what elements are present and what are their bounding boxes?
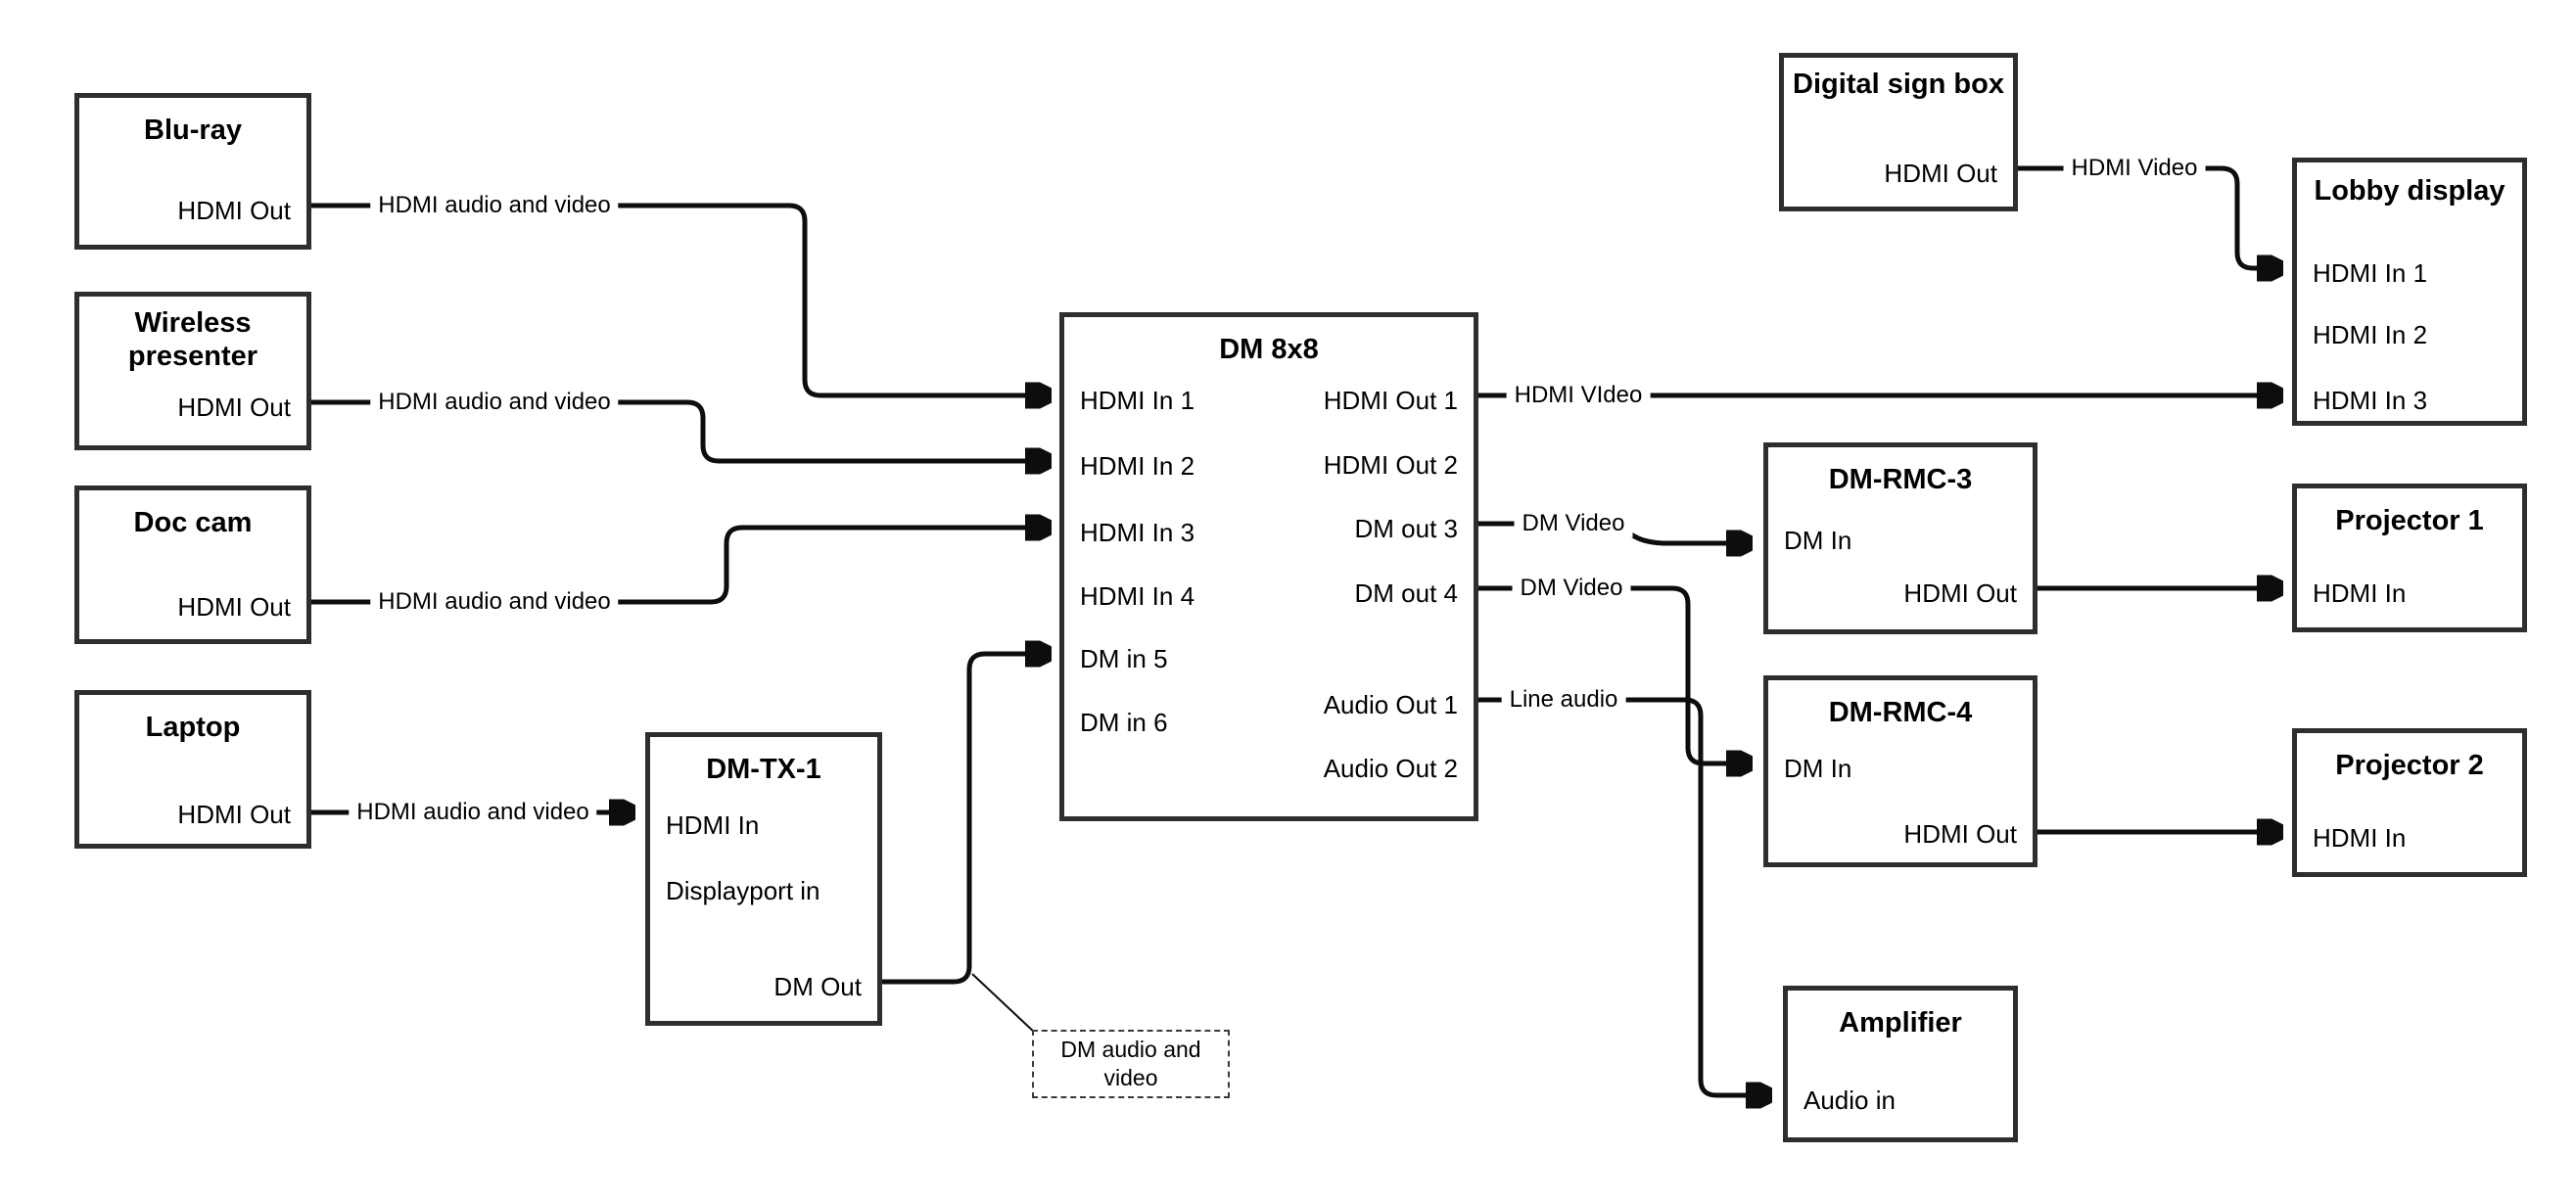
port-dm-out-4: DM out 4 bbox=[1354, 578, 1459, 608]
port-dm-in: DM In bbox=[1784, 754, 1852, 783]
wire-label-dm-video-out3: DM Video bbox=[1514, 510, 1633, 537]
node-doc-cam: Doc cam HDMI Out bbox=[74, 485, 311, 644]
wire-label-line-audio: Line audio bbox=[1501, 686, 1626, 714]
node-title: DM-RMC-3 bbox=[1828, 464, 1973, 495]
wire-bluray-to-dm8x8-in1 bbox=[311, 203, 1048, 395]
node-title: Projector 2 bbox=[2335, 750, 2484, 781]
port-displayport-in: Displayport in bbox=[666, 876, 820, 905]
port-dm-out: DM Out bbox=[773, 972, 862, 1001]
node-title: Projector 1 bbox=[2335, 505, 2484, 536]
node-title: Doc cam bbox=[133, 507, 253, 538]
node-laptop: Laptop HDMI Out bbox=[74, 690, 311, 849]
port-hdmi-in-3: HDMI In 3 bbox=[1080, 518, 1195, 547]
port-hdmi-in-3: HDMI In 3 bbox=[2313, 386, 2428, 415]
wire-doccam-to-dm8x8-in3 bbox=[311, 528, 1048, 605]
callout-text: DM audio and video bbox=[1060, 1037, 1201, 1090]
node-dm-rmc-4: DM-RMC-4 DM In HDMI Out bbox=[1763, 675, 2037, 867]
port-hdmi-out-2: HDMI Out 2 bbox=[1323, 450, 1458, 480]
node-title: Amplifier bbox=[1839, 1007, 1962, 1039]
port-hdmi-out: HDMI Out bbox=[177, 592, 291, 622]
port-dm-in-5: DM in 5 bbox=[1080, 644, 1168, 673]
node-title: Lobby display bbox=[2314, 175, 2506, 207]
port-hdmi-out: HDMI Out bbox=[1903, 819, 2017, 849]
port-hdmi-in-2: HDMI In 2 bbox=[1080, 451, 1195, 481]
port-hdmi-in-1: HDMI In 1 bbox=[1080, 386, 1195, 415]
wire-label-hdmi-av-laptop: HDMI audio and video bbox=[349, 799, 597, 826]
node-projector-2: Projector 2 HDMI In bbox=[2292, 728, 2527, 877]
node-lobby-display: Lobby display HDMI In 1 HDMI In 2 HDMI I… bbox=[2292, 158, 2527, 426]
wire-label-hdmi-av-wireless: HDMI audio and video bbox=[370, 389, 619, 416]
node-title: Wireless presenter bbox=[127, 307, 258, 372]
node-title: DM-RMC-4 bbox=[1828, 697, 1973, 728]
port-hdmi-out: HDMI Out bbox=[177, 393, 291, 422]
wire-label-hdmi-video-out1: HDMI VIdeo bbox=[1506, 382, 1651, 409]
node-amplifier: Amplifier Audio in bbox=[1783, 986, 2018, 1142]
port-hdmi-out-1: HDMI Out 1 bbox=[1323, 386, 1458, 415]
wire-dm8x8-out4-to-rmc4 bbox=[1478, 585, 1749, 763]
node-title: Digital sign box bbox=[1793, 69, 2004, 100]
port-hdmi-in: HDMI In bbox=[2313, 578, 2407, 608]
node-digital-sign-box: Digital sign box HDMI Out bbox=[1779, 53, 2018, 211]
port-audio-out-1: Audio Out 1 bbox=[1323, 690, 1458, 719]
port-hdmi-in-2: HDMI In 2 bbox=[2313, 320, 2428, 349]
wire-digitalsign-to-lobby-in1 bbox=[2018, 165, 2279, 268]
wire-label-hdmi-av-doccam: HDMI audio and video bbox=[370, 588, 619, 616]
node-title: Blu-ray bbox=[144, 115, 242, 146]
port-hdmi-out: HDMI Out bbox=[177, 196, 291, 225]
port-hdmi-in-1: HDMI In 1 bbox=[2313, 258, 2428, 288]
wire-dmtx1-to-dm8x8-in5 bbox=[882, 654, 1048, 985]
wire-dm8x8-audio1-to-amplifier bbox=[1478, 697, 1768, 1095]
wire-wireless-to-dm8x8-in2 bbox=[311, 399, 1048, 461]
port-dm-out-3: DM out 3 bbox=[1354, 514, 1459, 543]
node-bluray: Blu-ray HDMI Out bbox=[74, 93, 311, 250]
port-hdmi-in: HDMI In bbox=[2313, 823, 2407, 853]
port-dm-in-6: DM in 6 bbox=[1080, 708, 1168, 737]
node-dm-tx-1: DM-TX-1 HDMI In Displayport in DM Out bbox=[645, 732, 882, 1026]
port-hdmi-in-4: HDMI In 4 bbox=[1080, 581, 1195, 611]
port-dm-in: DM In bbox=[1784, 526, 1852, 555]
node-projector-1: Projector 1 HDMI In bbox=[2292, 484, 2527, 632]
callout-dm-audio-video: DM audio and video bbox=[1032, 1030, 1230, 1098]
node-wireless-presenter: Wireless presenter HDMI Out bbox=[74, 292, 311, 450]
wire-label-hdmi-video-sign: HDMI Video bbox=[2063, 155, 2206, 182]
port-hdmi-out: HDMI Out bbox=[1884, 159, 1997, 188]
callout-leader-line bbox=[971, 973, 1037, 1035]
port-hdmi-in: HDMI In bbox=[666, 810, 760, 840]
node-title: DM 8x8 bbox=[1219, 334, 1319, 365]
port-audio-in: Audio in bbox=[1803, 1086, 1896, 1115]
port-hdmi-out: HDMI Out bbox=[177, 800, 291, 829]
node-dm-rmc-3: DM-RMC-3 DM In HDMI Out bbox=[1763, 442, 2037, 634]
port-hdmi-out: HDMI Out bbox=[1903, 578, 2017, 608]
node-title: Laptop bbox=[145, 712, 241, 743]
node-dm-8x8: DM 8x8 HDMI In 1 HDMI In 2 HDMI In 3 HDM… bbox=[1059, 312, 1478, 821]
wire-label-hdmi-av-bluray: HDMI audio and video bbox=[370, 192, 619, 219]
port-audio-out-2: Audio Out 2 bbox=[1323, 754, 1458, 783]
node-title: DM-TX-1 bbox=[706, 754, 821, 785]
wire-label-dm-video-out4: DM Video bbox=[1512, 575, 1631, 602]
